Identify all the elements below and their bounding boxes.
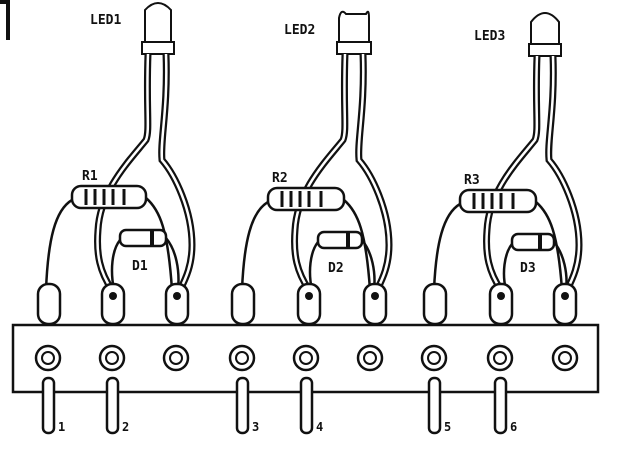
screw-6 <box>356 344 384 372</box>
r1-bands <box>84 189 126 205</box>
led-2-base <box>336 41 372 55</box>
output-leads <box>41 376 508 435</box>
pin-label-5: 5 <box>444 420 451 434</box>
lead-pin-1 <box>41 376 56 435</box>
module-1: LED1 R1 D1 <box>36 2 196 326</box>
solder-3b <box>497 292 505 300</box>
lead-pin-5 <box>427 376 442 435</box>
r1-lead-left <box>44 198 73 291</box>
tab-2a <box>230 282 256 326</box>
lead-pin-6 <box>493 376 508 435</box>
d2-lead-left <box>308 241 320 291</box>
d1-body <box>118 228 168 248</box>
screw-4 <box>228 344 256 372</box>
d2-label: D2 <box>328 261 344 276</box>
d3-label: D3 <box>520 261 536 276</box>
tab-1b <box>100 282 126 326</box>
screw-8 <box>486 344 514 372</box>
pin-label-6: 6 <box>510 420 517 434</box>
led-2-lead-b-in <box>357 53 391 291</box>
pin-label-2: 2 <box>122 420 129 434</box>
led-2-body <box>338 10 370 43</box>
led-2-label: LED2 <box>284 23 315 38</box>
r3-bands <box>472 193 515 209</box>
led-3-lead-a-in <box>485 55 539 291</box>
tab-3c <box>552 282 578 326</box>
lead-pin-3 <box>235 376 250 435</box>
pin-label-3: 3 <box>252 420 259 434</box>
tab-3a <box>422 282 448 326</box>
r2-body <box>266 186 346 212</box>
tab-3b <box>488 282 514 326</box>
screw-7 <box>420 344 448 372</box>
screw-2 <box>98 344 126 372</box>
module-2: LED2 R2 D2 <box>230 10 393 326</box>
screw-5 <box>292 344 320 372</box>
led-1-lead-b-in <box>160 53 194 291</box>
lead-pin-4 <box>299 376 314 435</box>
led-3-lead-b-in <box>547 55 581 291</box>
led-3-base <box>528 43 562 57</box>
led-1-base <box>141 41 175 55</box>
lead-pin-2 <box>105 376 120 435</box>
led-2-lead-a-in <box>293 53 347 291</box>
led-3-body <box>530 12 560 45</box>
solder-1b <box>109 292 117 300</box>
r2-label: R2 <box>272 171 288 186</box>
tab-2b <box>296 282 322 326</box>
solder-2b <box>305 292 313 300</box>
d2-body <box>316 230 364 250</box>
led-1-label: LED1 <box>90 13 121 28</box>
tab-2c <box>362 282 388 326</box>
corner-mark <box>0 0 10 40</box>
r3-lead-right <box>535 201 564 291</box>
r2-lead-right <box>343 199 372 291</box>
module-3: LED3 R3 D3 <box>422 12 583 326</box>
pin-label-1: 1 <box>58 420 65 434</box>
led-2-lead-a <box>291 53 349 292</box>
d3-lead-left <box>502 243 514 291</box>
r1-lead-right <box>145 197 174 291</box>
screw-3 <box>162 344 190 372</box>
r1-label: R1 <box>82 169 98 184</box>
terminal-screws <box>34 344 579 372</box>
d1-label: D1 <box>132 259 148 274</box>
solder-3c <box>561 292 569 300</box>
tab-1c <box>164 282 190 326</box>
screw-1 <box>34 344 62 372</box>
led-1-lead-a-in <box>96 53 150 291</box>
pin-label-4: 4 <box>316 420 323 434</box>
led-3-lead-a <box>483 55 541 292</box>
led-1-lead-a <box>94 53 152 292</box>
solder-2c <box>371 292 379 300</box>
solder-1c <box>173 292 181 300</box>
r3-lead-left <box>432 202 461 291</box>
r2-lead-left <box>240 200 269 291</box>
r1-body <box>70 184 148 210</box>
led-3-label: LED3 <box>474 29 505 44</box>
led-1-body <box>144 2 172 43</box>
r3-label: R3 <box>464 173 480 188</box>
tab-1a <box>36 282 62 326</box>
r3-body <box>458 188 538 214</box>
r2-bands <box>280 191 323 207</box>
d1-lead-left <box>110 239 122 291</box>
screw-9 <box>551 344 579 372</box>
d3-body <box>510 232 556 252</box>
